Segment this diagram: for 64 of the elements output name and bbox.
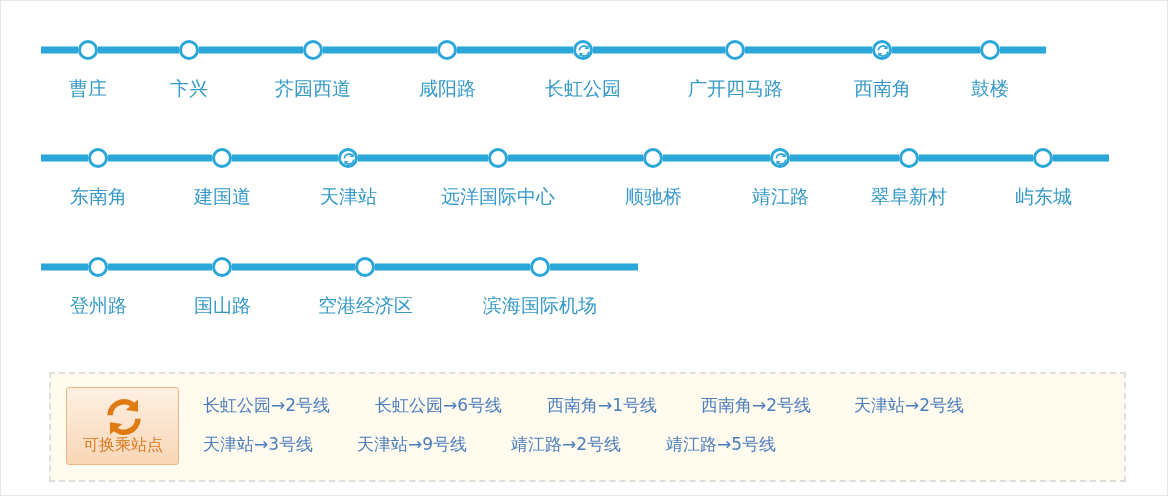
transfer-line-note: 天津站→9号线 bbox=[357, 433, 468, 456]
track-line bbox=[108, 263, 212, 271]
transfer-line-note: 西南角→1号线 bbox=[547, 394, 658, 417]
transfer-line-note: 长虹公园→6号线 bbox=[375, 394, 503, 417]
station-name: 登州路 bbox=[69, 293, 127, 318]
station-marker bbox=[488, 148, 508, 168]
track-line bbox=[98, 46, 179, 54]
station-marker bbox=[725, 40, 745, 60]
track-line bbox=[593, 46, 725, 54]
station-name: 曹庄 bbox=[69, 76, 107, 101]
station-marker bbox=[303, 40, 323, 60]
station-name: 广开四马路 bbox=[687, 76, 783, 101]
station-marker bbox=[78, 40, 98, 60]
station-name: 长虹公园 bbox=[545, 76, 621, 101]
station-name: 东南角 bbox=[69, 184, 127, 209]
transfer-line-note: 天津站→3号线 bbox=[203, 433, 314, 456]
track-line bbox=[108, 154, 212, 162]
station-marker bbox=[899, 148, 919, 168]
track-line bbox=[663, 154, 770, 162]
station-marker bbox=[437, 40, 457, 60]
station-marker bbox=[1033, 148, 1053, 168]
transfer-line-note: 西南角→2号线 bbox=[701, 394, 812, 417]
track-line bbox=[790, 154, 899, 162]
station-marker bbox=[88, 257, 108, 277]
station-marker bbox=[88, 148, 108, 168]
station-name: 建国道 bbox=[193, 184, 251, 209]
station-name: 屿东城 bbox=[1014, 184, 1072, 209]
track-line bbox=[323, 46, 437, 54]
station-marker bbox=[530, 257, 550, 277]
station-name: 空港经济区 bbox=[317, 293, 413, 318]
track-line bbox=[375, 263, 530, 271]
track-line bbox=[232, 154, 338, 162]
track-line bbox=[508, 154, 643, 162]
station-name: 滨海国际机场 bbox=[483, 293, 597, 318]
track-line bbox=[199, 46, 303, 54]
station-name: 远洋国际中心 bbox=[441, 184, 555, 209]
station-name: 西南角 bbox=[853, 76, 911, 101]
badge-label: 可换乘站点 bbox=[81, 435, 164, 456]
track-line bbox=[892, 46, 980, 54]
station-name: 靖江路 bbox=[751, 184, 809, 209]
transfer-line-note: 天津站→2号线 bbox=[854, 394, 965, 417]
station-name: 卞兴 bbox=[170, 76, 208, 101]
station-name: 鼓楼 bbox=[971, 76, 1009, 101]
station-marker bbox=[212, 257, 232, 277]
station-name: 国山路 bbox=[193, 293, 251, 318]
station-name: 翠阜新村 bbox=[871, 184, 947, 209]
transfer-line-note: 长虹公园→2号线 bbox=[203, 394, 331, 417]
station-marker bbox=[179, 40, 199, 60]
station-name: 顺驰桥 bbox=[624, 184, 682, 209]
track-line bbox=[919, 154, 1033, 162]
transfer-line-note: 靖江路→5号线 bbox=[666, 433, 777, 456]
track-line bbox=[457, 46, 573, 54]
track-line bbox=[358, 154, 488, 162]
station-marker bbox=[643, 148, 663, 168]
track-line bbox=[232, 263, 355, 271]
station-name: 天津站 bbox=[319, 184, 377, 209]
transfer-legend-badge bbox=[66, 387, 179, 465]
station-name: 芥园西道 bbox=[275, 76, 351, 101]
transfer-line-note: 靖江路→2号线 bbox=[511, 433, 622, 456]
station-marker bbox=[212, 148, 232, 168]
track-line bbox=[745, 46, 872, 54]
station-marker bbox=[980, 40, 1000, 60]
station-marker bbox=[355, 257, 375, 277]
station-name: 咸阳路 bbox=[418, 76, 476, 101]
